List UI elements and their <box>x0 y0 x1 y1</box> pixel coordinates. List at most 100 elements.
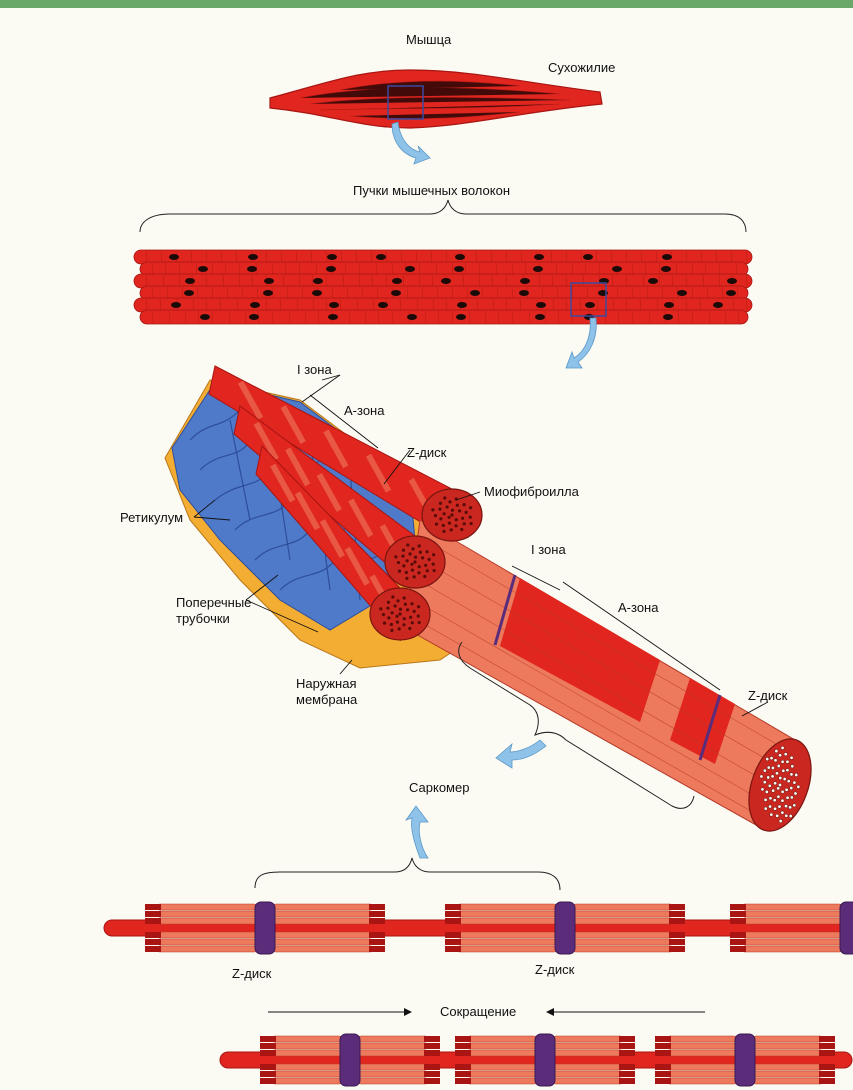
nucleus <box>520 278 530 284</box>
myosin-filament <box>157 932 257 938</box>
myosin-filament <box>157 918 257 924</box>
nucleus <box>328 314 338 320</box>
whole-muscle <box>270 70 602 128</box>
myosin-filament <box>358 1050 428 1056</box>
myosin-filament <box>467 1043 537 1049</box>
myosin-filament <box>742 932 842 938</box>
myosin-filament <box>273 911 373 917</box>
label-fiber-bundles: Пучки мышечных волокон <box>353 183 510 198</box>
myosin-filament <box>272 1064 342 1070</box>
myosin-filament <box>457 918 557 924</box>
myosin-filament <box>467 1078 537 1084</box>
nucleus <box>378 302 388 308</box>
nucleus <box>677 290 687 296</box>
nucleus <box>391 290 401 296</box>
z-disc-plate <box>340 1034 360 1086</box>
nucleus <box>184 290 194 296</box>
label-z-disc-bottom-left: Z-диск <box>232 966 271 981</box>
myosin-filament <box>573 932 673 938</box>
nucleus <box>663 314 673 320</box>
label-i-zone-top: I зона <box>297 362 332 377</box>
nucleus <box>454 266 464 272</box>
myosin-filament <box>573 918 673 924</box>
myosin-filament <box>667 1078 737 1084</box>
label-z-disc-top: Z-диск <box>407 445 446 460</box>
myosin-filament <box>273 904 373 910</box>
nucleus <box>392 278 402 284</box>
myosin-filament <box>272 1078 342 1084</box>
nucleus <box>519 290 529 296</box>
myosin-filament <box>667 1064 737 1070</box>
label-muscle: Мышца <box>406 32 451 47</box>
myosin-filament <box>467 1036 537 1042</box>
nucleus <box>456 314 466 320</box>
muscle-fiber-cutaway <box>165 366 823 840</box>
myosin-filament <box>272 1043 342 1049</box>
nucleus <box>713 302 723 308</box>
label-outer-membrane-2: мембрана <box>296 692 357 707</box>
z-disc-plate <box>735 1034 755 1086</box>
myosin-filament <box>157 911 257 917</box>
nucleus <box>662 254 672 260</box>
label-contraction: Сокращение <box>440 1004 516 1019</box>
myosin-filament <box>667 1071 737 1077</box>
nucleus <box>612 266 622 272</box>
myosin-filament <box>553 1064 623 1070</box>
myosin-filament <box>157 946 257 952</box>
nucleus <box>583 254 593 260</box>
myosin-filament <box>753 1064 823 1070</box>
nucleus <box>312 290 322 296</box>
nucleus <box>248 254 258 260</box>
nucleus <box>264 278 274 284</box>
myosin-filament <box>667 1050 737 1056</box>
bundle-bracket <box>140 200 746 232</box>
label-sarcomere: Саркомер <box>409 780 469 795</box>
label-tendon: Сухожилие <box>548 60 615 75</box>
myosin-filament <box>742 939 842 945</box>
nucleus <box>536 302 546 308</box>
myosin-filament <box>272 1071 342 1077</box>
myosin-filament <box>553 1043 623 1049</box>
myosin-filament <box>273 946 373 952</box>
nucleus <box>249 314 259 320</box>
myosin-filament <box>753 1043 823 1049</box>
myosin-filament <box>742 918 842 924</box>
myosin-filament <box>573 939 673 945</box>
nucleus <box>648 278 658 284</box>
myosin-filament <box>358 1064 428 1070</box>
myosin-filament <box>358 1036 428 1042</box>
myosin-filament <box>457 939 557 945</box>
nucleus <box>200 314 210 320</box>
nucleus <box>726 290 736 296</box>
myosin-filament <box>273 918 373 924</box>
myosin-filament <box>457 946 557 952</box>
myosin-filament <box>573 946 673 952</box>
myosin-filament <box>753 1050 823 1056</box>
z-disc-plate <box>555 902 575 954</box>
myosin-filament <box>358 1071 428 1077</box>
myosin-filament <box>573 904 673 910</box>
myosin-filament <box>553 1050 623 1056</box>
nucleus <box>534 254 544 260</box>
fiber-row <box>140 310 748 324</box>
label-i-zone-right: I зона <box>531 542 566 557</box>
myosin-filament <box>157 939 257 945</box>
myosin-filament <box>553 1071 623 1077</box>
nucleus <box>405 266 415 272</box>
sarcomere-row-contracted <box>220 1034 852 1086</box>
z-disc-plate <box>840 902 853 954</box>
zoom-arrow-4 <box>406 806 428 858</box>
nucleus <box>185 278 195 284</box>
myosin-filament <box>457 911 557 917</box>
nucleus <box>329 302 339 308</box>
nucleus <box>535 314 545 320</box>
myosin-filament <box>573 911 673 917</box>
myosin-filament <box>467 1064 537 1070</box>
sarcomere-bracket-lower <box>255 858 560 890</box>
nucleus <box>247 266 257 272</box>
z-disc-plate <box>255 902 275 954</box>
nucleus <box>664 302 674 308</box>
label-z-disc-bottom-right: Z-диск <box>535 962 574 977</box>
